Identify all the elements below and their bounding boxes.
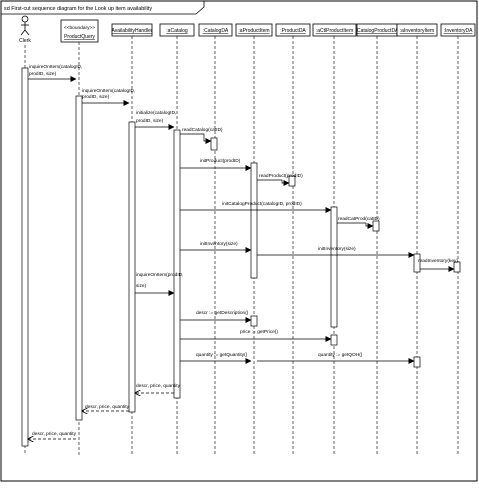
message-arrow-readcatprod [337, 222, 374, 229]
lifeline-label-productquery: ProductQuery [64, 34, 95, 40]
diagram-title: sd First-cut sequence diagram for the Lo… [4, 6, 152, 12]
title-tab [1, 1, 205, 15]
clerk-actor-icon [20, 15, 30, 36]
message-label-m1: inquireOnItem(catalogID, [29, 64, 82, 70]
message-label-m17: descr, price, quantity [136, 383, 181, 389]
message-label-m14: price := getPrice() [240, 329, 278, 335]
message-label-m13: descr := getDescription() [196, 310, 249, 316]
message-label-m8: readCatProd(catID) [338, 216, 380, 222]
message-label-m2-line2: prodID, size) [82, 94, 110, 100]
message-label-m11: readInventory(key) [418, 258, 458, 264]
message-label-m3: initialize(catalogID, [136, 110, 176, 116]
message-label-m3-line2: prodID, size) [136, 118, 164, 124]
lifeline-box-catalogda [198, 23, 233, 37]
message-label-m4: readCatalog(catID) [182, 127, 223, 133]
boundary-stereotype: <<boundary>> [64, 25, 95, 31]
clerk-actor-label: Clerk [19, 38, 31, 44]
message-arrow-readcatalog [180, 133, 212, 144]
lifeline-label-catalogproductda: :CatalogProductDA [356, 28, 399, 34]
message-label-m15: quantity := getQuantity() [196, 352, 248, 358]
message-label-m10: initInventory(size) [318, 246, 356, 252]
message-label-m6: readProduct(prodID) [259, 173, 303, 179]
lifeline-label-acatalog: :aCatalog [166, 28, 188, 34]
message-label-m5: initProduct(prodID) [200, 158, 241, 164]
lifeline-box-productquery [60, 19, 99, 43]
lifeline-label-catalogda: :CatalogDA [203, 28, 229, 34]
lifeline-label-productda: :ProductDA [280, 28, 306, 34]
message-label-m9: initInventory(size) [200, 241, 238, 247]
lifeline-label-availabilityhandler: AvailabilityHandler [111, 28, 152, 34]
message-label-m16: quantity := getQOH() [318, 352, 363, 358]
lifeline-label-actlproductitem: :aCtlProductItem [316, 28, 353, 34]
message-label-m1-line2: prodID, size) [29, 71, 57, 77]
message-label-m7: initCatalogProduct(catalogID, prodID) [222, 201, 302, 207]
message-label-m18: descr, price, quantity [85, 404, 130, 410]
lifeline-label-aproductitem: :aProductItem [238, 28, 269, 34]
message-arrow-readproduct [257, 179, 290, 186]
activation-bars [21, 67, 461, 447]
message-label-m2: inquireOnItem(catalogID, [82, 88, 135, 94]
lifeline-label-inventoryda: :InventoryDA [444, 28, 474, 34]
message-label-m19: descr, price, quantity [32, 431, 77, 437]
lifeline-label-ainventoryitem: :aInventoryItem [400, 28, 434, 34]
message-label-m12: inquireOnItem(prodID, [136, 272, 183, 278]
message-label-m12-line2: size) [136, 283, 147, 289]
lifeline-box-actlproductitem [312, 23, 357, 37]
